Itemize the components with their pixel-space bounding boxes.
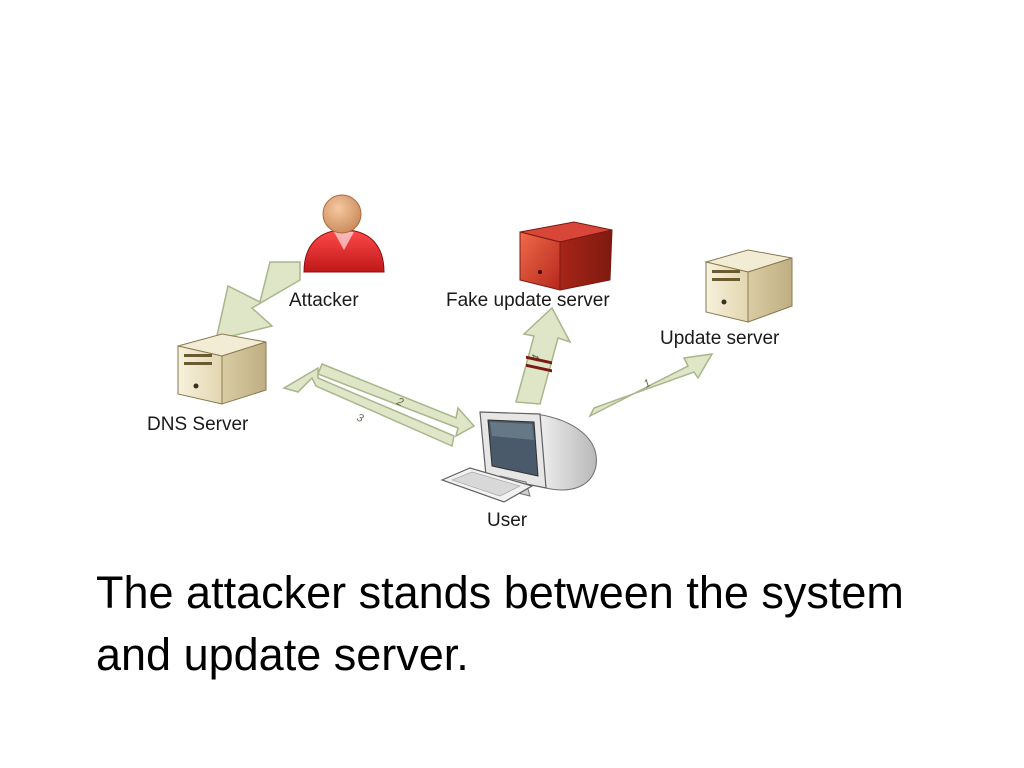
arrow-user-to-dns	[282, 366, 455, 448]
user-label: User	[487, 510, 528, 531]
arrow-user-to-update-server	[588, 353, 714, 418]
attacker-label: Attacker	[289, 290, 359, 311]
step-number: 3	[355, 412, 366, 426]
update-server-icon	[704, 249, 793, 323]
dns-server-icon	[177, 333, 267, 405]
fake-server-icon	[519, 221, 613, 373]
arrow-user-to-fake-server	[515, 306, 572, 405]
slide-caption: The attacker stands between the system a…	[96, 567, 904, 680]
arrow-attacker-to-dns	[215, 261, 301, 342]
computer-icon	[440, 411, 597, 503]
step-number: 2	[394, 395, 405, 409]
fake-update-server-label: Fake update server	[446, 290, 610, 311]
arrow-dns-to-user	[317, 363, 476, 438]
attacker-person-icon	[303, 194, 385, 273]
step-number: 1	[642, 377, 653, 390]
dns-server-label: DNS Server	[147, 414, 249, 435]
attack-diagram: 2 3 4 1 Attacker Fake update server Upda…	[147, 194, 793, 531]
update-server-label: Update server	[660, 328, 780, 349]
